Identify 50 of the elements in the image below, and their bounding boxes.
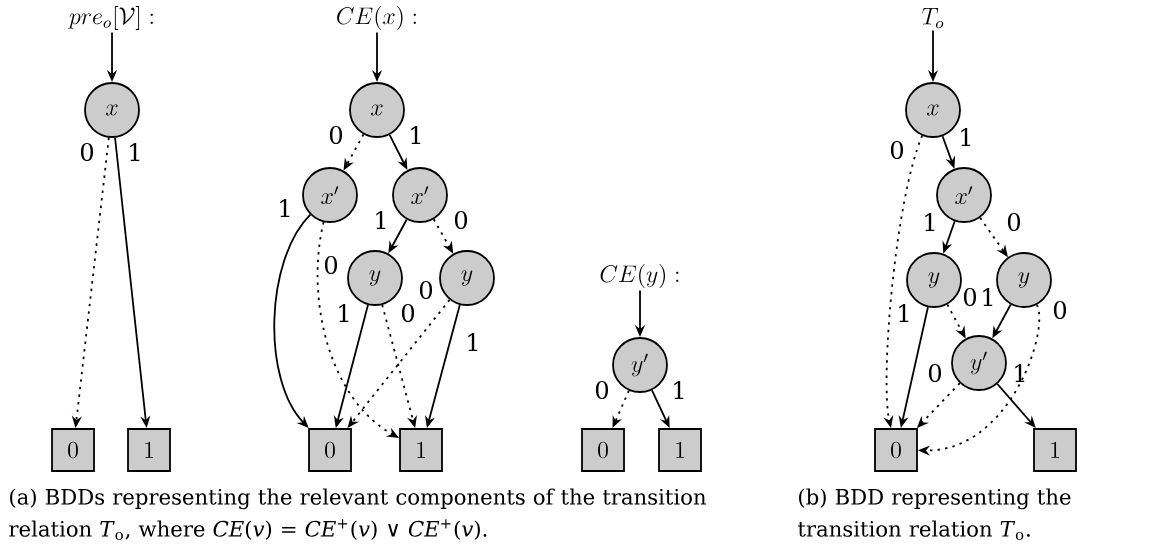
- edge-label: 0: [595, 380, 609, 400]
- decision-node: $x$: [349, 82, 405, 138]
- edge-label: 0: [890, 140, 904, 160]
- terminal-node: $1$: [658, 428, 702, 472]
- edge-label: 0: [324, 255, 338, 275]
- decision-node: $y$: [439, 250, 495, 306]
- terminal-node: $0$: [51, 428, 95, 472]
- terminal-node: $1$: [399, 428, 443, 472]
- bdd-label: $T_o$: [922, 8, 944, 29]
- edge-label: 0: [1053, 300, 1067, 320]
- bdd-label: $CE(y):$: [600, 264, 679, 288]
- edge-label: 1: [925, 213, 935, 231]
- bdd-label: $CE(x):$: [337, 6, 416, 30]
- edge-label: 0: [329, 125, 343, 145]
- edge-label: 0: [963, 287, 977, 307]
- caption: (b) BDD representing the transition relation T$_{o}$.: [798, 488, 1071, 540]
- decision-node: $x$: [84, 82, 140, 138]
- edge-label: 0: [928, 363, 942, 383]
- terminal-node: $1$: [127, 428, 171, 472]
- terminal-node: $0$: [581, 428, 625, 472]
- edge-label: 1: [899, 304, 909, 322]
- edge-label: 1: [961, 128, 971, 146]
- terminal-node: $0$: [308, 428, 352, 472]
- decision-node: $y$: [347, 250, 403, 306]
- edge-label: 1: [1015, 364, 1025, 382]
- terminal-node: $0$: [874, 428, 918, 472]
- decision-node: $y$: [996, 252, 1052, 308]
- decision-node: $x'$: [392, 167, 448, 223]
- edge-label: 0: [419, 280, 433, 300]
- edge-label: 0: [401, 303, 415, 323]
- edge-label: 1: [674, 381, 684, 399]
- caption: (a) BDDs representing the relevant components of the transition relation T$_{o}$, where CE(v) = CE$^{+}$(v) ∨ CE$^{+}$(v).: [9, 488, 706, 540]
- decision-node: $y$: [906, 252, 962, 308]
- edge-label: 1: [280, 199, 290, 217]
- edge-label: 0: [1007, 212, 1021, 232]
- decision-node: $x'$: [302, 167, 358, 223]
- edge-label: 0: [454, 210, 468, 230]
- edge-label: 1: [411, 126, 421, 144]
- terminal-node: $1$: [1033, 428, 1077, 472]
- decision-node: $x$: [905, 82, 961, 138]
- bdd-label: $pre_o[\mathcal{V}]:$: [68, 6, 153, 30]
- edge-label: 1: [468, 333, 478, 351]
- edge-label: 0: [80, 142, 94, 162]
- edge-label: 1: [339, 304, 349, 322]
- decision-node: $y'$: [951, 335, 1007, 391]
- edge-label: 1: [130, 143, 140, 161]
- decision-node: $y'$: [612, 337, 668, 393]
- edge-label: 1: [983, 288, 993, 306]
- edge-label: 1: [376, 211, 386, 229]
- decision-node: $x'$: [936, 167, 992, 223]
